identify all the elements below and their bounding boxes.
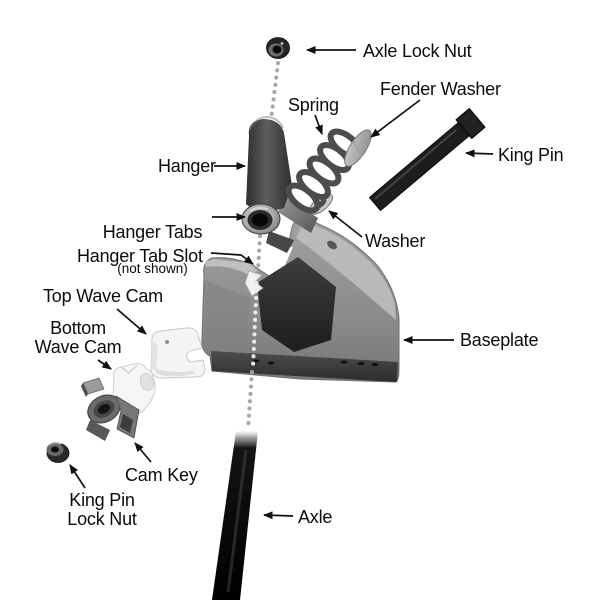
- baseplate-cavity: [257, 257, 336, 352]
- label-baseplate: Baseplate: [460, 330, 539, 350]
- baseplate-gap: [268, 247, 293, 277]
- label-axle-lock-nut: Axle Lock Nut: [363, 41, 472, 61]
- top-wave-cam-hole: [165, 340, 169, 344]
- hanger-lower-wedge: [266, 231, 294, 253]
- center-axis-dotted-line: [246, 61, 280, 431]
- arrow-cam-key: [134, 442, 152, 463]
- label-axle: Axle: [298, 507, 333, 527]
- label-hanger-tabs-note: (not shown): [117, 261, 188, 276]
- arrow-king-pin-lock-nut: [69, 464, 86, 489]
- baseplate-mounting-holes: [252, 359, 379, 366]
- label-bottom-wave-cam: Bottom Wave Cam: [34, 318, 122, 357]
- arrow-fender-washer: [370, 99, 421, 138]
- baseplate-boss-top-face: [296, 223, 396, 320]
- hanger-body: [246, 119, 292, 211]
- spring-part: [285, 128, 363, 214]
- kingpin-slot-notch: [327, 240, 337, 250]
- axle-lock-nut-part: [266, 37, 290, 59]
- arrow-hanger-tab-slot: [210, 252, 254, 265]
- label-cam-key: Cam Key: [125, 465, 198, 485]
- arrow-top-wave-cam: [116, 308, 147, 335]
- king-pin-highlight: [374, 129, 457, 200]
- top-wave-cam-part: [150, 327, 206, 379]
- bottom-wave-cam-bore: [139, 373, 155, 391]
- baseplate-part: [201, 218, 400, 383]
- king-pin-shaft: [369, 122, 470, 211]
- hanger-pivot-cone: [278, 196, 318, 233]
- hanger-part: [241, 115, 318, 253]
- label-hanger-tab-slot: Hanger Tab Slot: [77, 246, 203, 266]
- arrow-bottom-wave-cam: [97, 359, 112, 370]
- arrow-king-pin: [465, 149, 494, 158]
- king-pin-head: [455, 108, 486, 139]
- label-hanger-tabs-text: Hanger Tabs: [102, 222, 203, 242]
- hanger-top-highlight: [249, 115, 284, 131]
- baseplate-bottom-face: [211, 351, 398, 382]
- cam-key-part: [81, 377, 140, 441]
- leader-arrows: [69, 46, 494, 520]
- label-hanger-tabs: Hanger Tabs (not shown): [100, 204, 205, 295]
- arrow-axle: [263, 511, 294, 520]
- hanger-hub-glint: [249, 207, 269, 212]
- label-top-wave-cam: Top Wave Cam: [43, 286, 163, 306]
- axle-part: [212, 431, 258, 600]
- arrow-spring: [314, 114, 323, 135]
- label-fender-washer: Fender Washer: [380, 79, 501, 99]
- cam-key-bore: [97, 403, 111, 415]
- hanger-axle-bore: [252, 213, 268, 227]
- label-hanger: Hanger: [158, 156, 216, 176]
- label-spring: Spring: [288, 95, 339, 115]
- label-washer: Washer: [365, 231, 426, 251]
- label-king-pin-lock-nut: King Pin Lock Nut: [67, 490, 137, 529]
- arrow-washer: [328, 210, 363, 238]
- baseplate-left-shade: [204, 280, 250, 352]
- label-king-pin: King Pin: [498, 145, 564, 165]
- king-pin-lock-nut-part: [46, 441, 70, 463]
- king-pin-part: [369, 108, 486, 211]
- fender-washer-part: [344, 129, 372, 167]
